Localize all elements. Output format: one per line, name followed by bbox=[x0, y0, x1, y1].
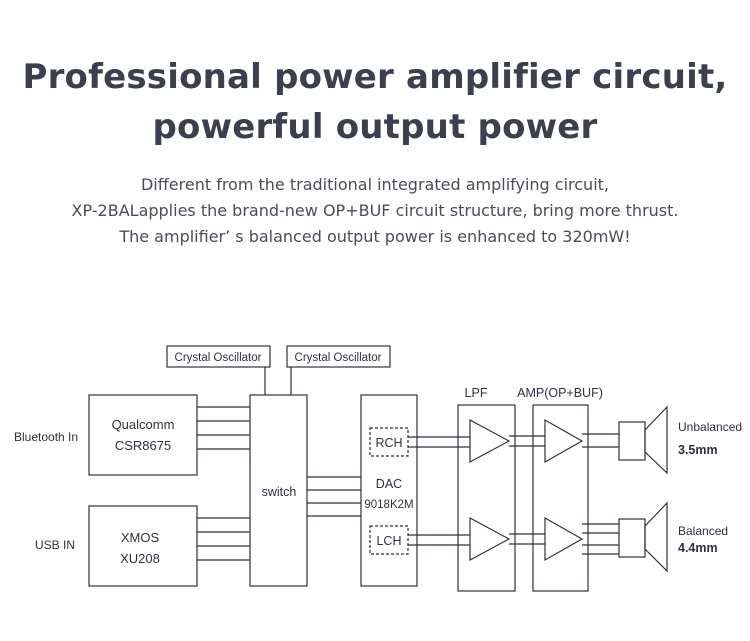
description-line-2: XP-2BALapplies the brand-new OP+BUF circ… bbox=[71, 201, 679, 220]
lpf-box bbox=[457, 404, 516, 592]
amp-bottom bbox=[544, 516, 584, 562]
lpf-filter-top bbox=[469, 418, 511, 464]
xmos-box bbox=[88, 505, 198, 587]
xmos-label: XMOS bbox=[121, 530, 160, 545]
balanced-speaker-icon bbox=[644, 501, 668, 573]
amp-box bbox=[532, 404, 589, 592]
rch-box bbox=[369, 427, 409, 457]
amp-top bbox=[544, 418, 584, 464]
qualcomm-box bbox=[88, 394, 198, 476]
page-title: Professional power amplifier circuit, po… bbox=[0, 52, 750, 152]
dac-label: DAC bbox=[376, 477, 402, 491]
description-line-3: The amplifier’ s balanced output power i… bbox=[119, 227, 631, 246]
oscillator-2-box bbox=[286, 345, 391, 368]
oscillator-1-box bbox=[166, 345, 271, 368]
unbalanced-size: 3.5mm bbox=[678, 443, 718, 457]
balanced-size: 4.4mm bbox=[678, 541, 718, 555]
lpf-filter-bottom bbox=[469, 516, 511, 562]
oscillator-1-label: Crystal Oscillator bbox=[175, 352, 262, 364]
oscillator-2-label: Crystal Oscillator bbox=[295, 352, 382, 364]
xmos-model: XU208 bbox=[120, 551, 160, 566]
amp-label: AMP(OP+BUF) bbox=[517, 386, 603, 400]
switch-label: switch bbox=[262, 485, 297, 499]
title-line-2: powerful output power bbox=[152, 107, 598, 147]
balanced-connector bbox=[618, 518, 646, 558]
unbalanced-speaker-icon bbox=[644, 405, 668, 475]
bluetooth-input-label: Bluetooth In bbox=[14, 430, 78, 444]
dac-model: 9018K2M bbox=[364, 499, 413, 511]
unbalanced-connector bbox=[618, 421, 646, 461]
title-line-1: Professional power amplifier circuit, bbox=[22, 57, 728, 97]
unbalanced-label: Unbalanced bbox=[678, 420, 742, 434]
description-line-1: Different from the traditional integrate… bbox=[140, 175, 609, 194]
rch-label: RCH bbox=[375, 436, 402, 450]
description: Different from the traditional integrate… bbox=[0, 172, 750, 250]
usb-input-label: USB IN bbox=[35, 538, 75, 552]
qualcomm-label: Qualcomm bbox=[112, 417, 175, 432]
balanced-label: Balanced bbox=[678, 524, 728, 538]
lch-box bbox=[369, 525, 409, 555]
qualcomm-model: CSR8675 bbox=[115, 438, 171, 453]
lpf-label: LPF bbox=[465, 386, 488, 400]
lch-label: LCH bbox=[376, 534, 401, 548]
